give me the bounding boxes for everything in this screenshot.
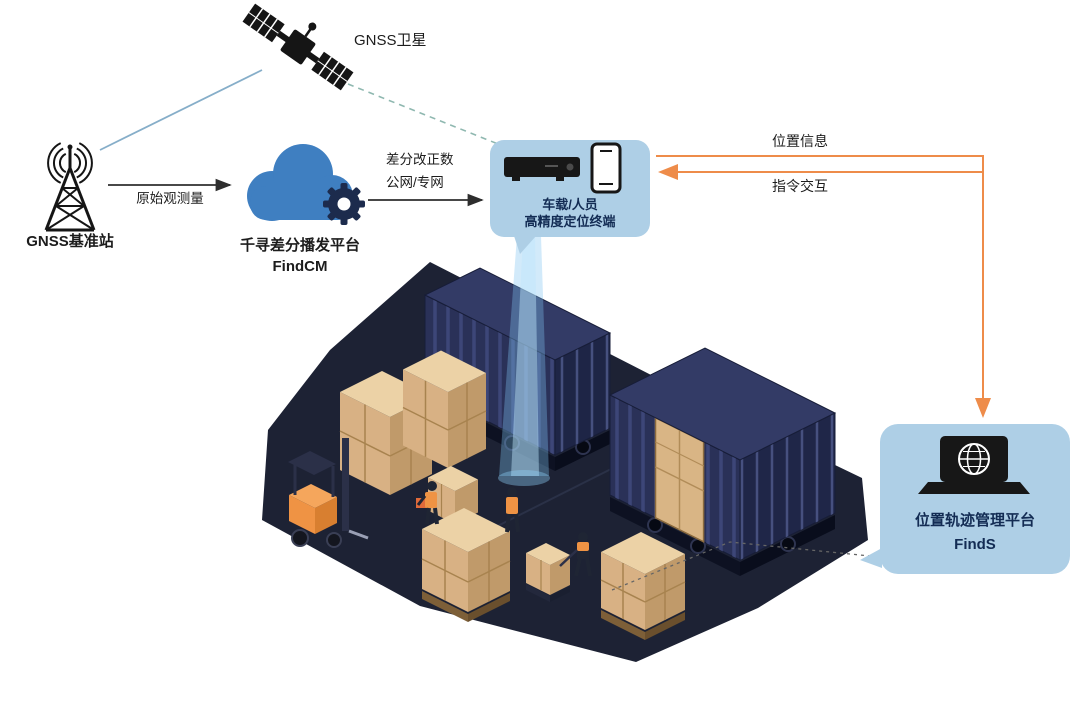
cloud-gear-icon — [247, 144, 365, 225]
pallet-stack-right — [600, 532, 686, 640]
terminal-label-line1: 车载/人员 — [542, 197, 598, 212]
management-platform-label: 位置轨迹管理平台 — [914, 512, 1035, 529]
gear-icon — [323, 183, 365, 225]
correction-label-line2: 公网/专网 — [386, 175, 444, 190]
cloud-platform-label: 千寻差分播发平台 — [239, 237, 360, 254]
link-base-to-satellite — [99, 69, 263, 151]
crate-stack-b — [402, 350, 487, 468]
trailer-right — [610, 497, 835, 576]
management-platform-product-label: FindS — [954, 536, 996, 553]
link-satellite-to-terminal — [347, 83, 504, 147]
container-left — [423, 267, 612, 456]
warehouse-scene — [262, 262, 868, 662]
correction-label-line1: 差分改正数 — [386, 152, 454, 167]
laptop-globe-icon — [918, 436, 1030, 494]
terminal-node — [490, 140, 650, 254]
worker-right — [574, 532, 592, 577]
satellite-label: GNSS卫星 — [354, 32, 427, 49]
pallet-stack-center — [421, 508, 511, 622]
container-right — [608, 347, 837, 561]
base-station-label: GNSS基准站 — [26, 233, 114, 250]
management-platform-node — [860, 424, 1070, 574]
raw-observation-label: 原始观测量 — [136, 191, 204, 206]
command-interaction-label: 指令交互 — [772, 178, 828, 194]
radio-tower-icon — [44, 142, 96, 232]
worker-left — [416, 481, 439, 525]
smartphone-icon — [590, 142, 622, 194]
worker-center — [505, 487, 520, 533]
pallet-jack — [526, 543, 578, 602]
position-info-label: 位置信息 — [772, 133, 828, 149]
forklift — [288, 438, 369, 548]
link-scene-to-platform — [611, 541, 871, 591]
terminal-label-line2: 高精度定位终端 — [524, 214, 616, 229]
arrow-position-info — [656, 155, 991, 418]
positioning-beam — [498, 236, 550, 486]
satellite-icon — [242, 3, 354, 91]
cloud-platform-product-label: FindCM — [272, 258, 328, 275]
gnss-receiver-icon — [504, 157, 580, 181]
